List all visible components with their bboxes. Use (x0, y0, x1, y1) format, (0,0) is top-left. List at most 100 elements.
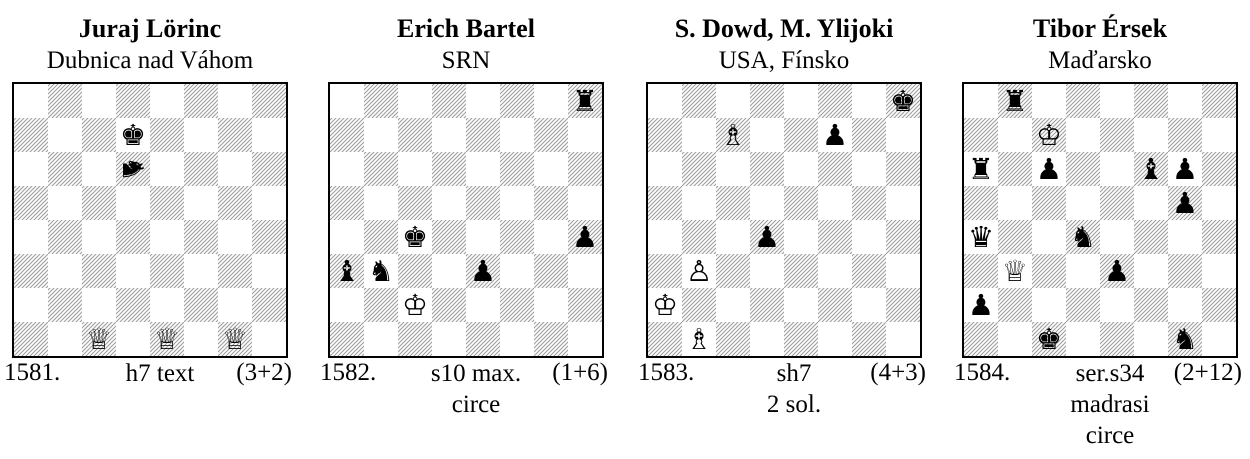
problem-author: Juraj Lörinc (78, 14, 222, 43)
dark-square (364, 152, 398, 186)
problem-1584: Tibor Érsek Maďarsko ♜♔♜♟♝♟♟♛♞♕♟♟♚♞ 1584… (950, 0, 1250, 459)
dark-square (1168, 322, 1202, 356)
dark-square (682, 152, 716, 186)
dark-square (1134, 152, 1168, 186)
problem-author: Tibor Érsek (1032, 14, 1168, 43)
dark-square (1168, 254, 1202, 288)
dark-square (398, 186, 432, 220)
dark-square (466, 186, 500, 220)
black-rook-piece: ♜ (1002, 84, 1028, 118)
dark-square (534, 186, 568, 220)
dark-square (218, 118, 252, 152)
dark-square (784, 186, 818, 220)
dark-square (398, 254, 432, 288)
piece-count: (2+12) (1173, 359, 1242, 386)
problem-number: 1581. (4, 359, 61, 386)
dark-square (1100, 322, 1134, 356)
dark-square (330, 118, 364, 152)
problem-number: 1582. (320, 359, 377, 386)
black-pawn-piece: ♟ (1172, 152, 1198, 186)
problem-origin: Maďarsko (1048, 47, 1152, 74)
black-king-piece: ♚ (402, 220, 428, 254)
dark-square (852, 254, 886, 288)
problem-origin: SRN (441, 47, 491, 74)
dark-square (48, 220, 82, 254)
dark-square (330, 186, 364, 220)
dark-square (364, 84, 398, 118)
dark-square (784, 254, 818, 288)
dark-square (852, 118, 886, 152)
dark-square (818, 288, 852, 322)
dark-square (1066, 152, 1100, 186)
problem-1583: S. Dowd, M. Ylijoki USA, Fínsko ♚♗♟♟♙♔♗ … (634, 0, 934, 459)
black-queen-piece: ♛ (968, 220, 994, 254)
dark-square (1066, 220, 1100, 254)
dark-square (432, 84, 466, 118)
black-rook-piece: ♜ (572, 84, 598, 118)
dark-square (1202, 152, 1236, 186)
dark-square (500, 288, 534, 322)
dark-square (1168, 186, 1202, 220)
dark-square (218, 186, 252, 220)
dark-square (1100, 118, 1134, 152)
dark-square (218, 254, 252, 288)
dark-square (998, 84, 1032, 118)
dark-square (1134, 220, 1168, 254)
dark-square (252, 84, 286, 118)
dark-square (14, 118, 48, 152)
black-knight-piece: ♞ (1070, 220, 1096, 254)
black-knight-piece: ♞ (116, 156, 150, 182)
problem-number: 1583. (638, 359, 695, 386)
dark-square (716, 322, 750, 356)
white-royal-queen-piece: ♕ (154, 322, 180, 356)
dark-square (116, 152, 150, 186)
dark-square (330, 322, 364, 356)
black-pawn-piece: ♟ (822, 118, 848, 152)
dark-square (886, 84, 920, 118)
dark-square (82, 254, 116, 288)
dark-square (1032, 254, 1066, 288)
dark-square (750, 152, 784, 186)
dark-square (398, 118, 432, 152)
dark-square (534, 254, 568, 288)
board-grid: ♜♔♜♟♝♟♟♛♞♕♟♟♚♞ (964, 84, 1236, 356)
dark-square (432, 152, 466, 186)
stipulation-line: madrasi (1070, 391, 1150, 418)
black-pawn-piece: ♟ (1104, 254, 1130, 288)
dark-square (184, 84, 218, 118)
piece-count: (1+6) (552, 359, 608, 386)
problem-author: S. Dowd, M. Ylijoki (674, 14, 894, 43)
white-king-piece: ♔ (1036, 118, 1062, 152)
dark-square (82, 322, 116, 356)
dark-square (852, 322, 886, 356)
dark-square (1100, 254, 1134, 288)
black-bishop-piece: ♝ (334, 254, 360, 288)
stipulation-line: ser.s34 (1075, 360, 1145, 387)
dark-square (218, 322, 252, 356)
dark-square (534, 118, 568, 152)
dark-square (682, 220, 716, 254)
dark-square (1202, 84, 1236, 118)
dark-square (330, 254, 364, 288)
problem-1582: Erich Bartel SRN ♜♚♟♝♞♟♔ 1582. s10 max. … (316, 0, 616, 459)
dark-square (886, 288, 920, 322)
dark-square (964, 254, 998, 288)
stipulation-line: s10 max. (430, 360, 522, 387)
chess-board: ♜♚♟♝♞♟♔ (328, 82, 604, 358)
dark-square (48, 288, 82, 322)
black-king-piece: ♚ (1036, 322, 1062, 356)
dark-square (48, 152, 82, 186)
chess-board: ♚♞♕♕♕ (12, 82, 288, 358)
black-bishop-piece: ♝ (1138, 152, 1164, 186)
problem-origin: Dubnica nad Váhom (46, 47, 254, 74)
dark-square (150, 322, 184, 356)
dark-square (682, 288, 716, 322)
black-pawn-piece: ♟ (1036, 152, 1062, 186)
dark-square (784, 118, 818, 152)
dark-square (500, 152, 534, 186)
black-king-piece: ♚ (120, 118, 146, 152)
black-pawn-piece: ♟ (572, 220, 598, 254)
problem-stipulation: h7 text (95, 358, 225, 389)
dark-square (1066, 84, 1100, 118)
board-grid: ♚♞♕♕♕ (14, 84, 286, 356)
